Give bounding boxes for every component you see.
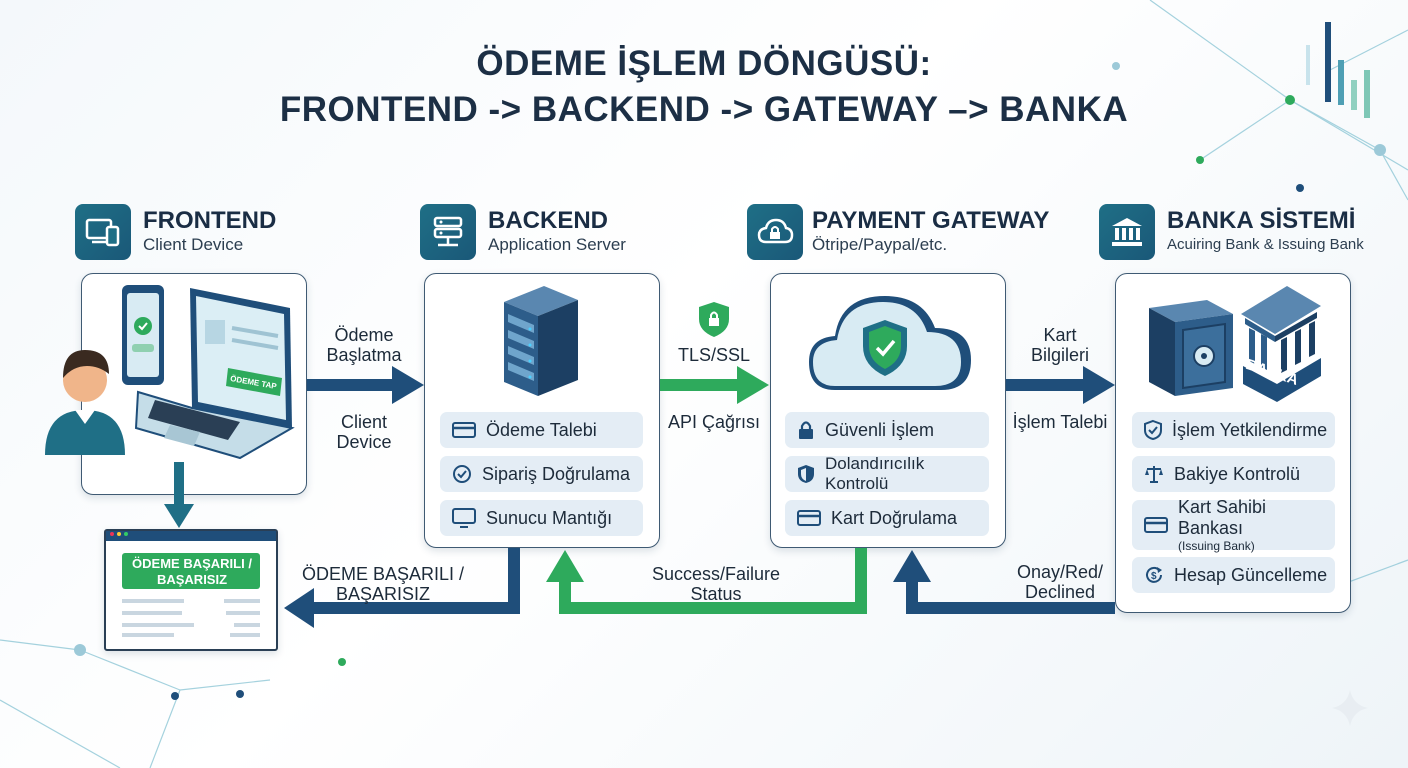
gateway-subtitle: Ötripe/Paypal/etc.	[812, 235, 948, 254]
user-avatar-illustration	[45, 350, 125, 455]
arrow-return-to-gateway	[893, 550, 1115, 614]
gateway-item-fraud: Dolandırıcılık Kontrolü	[785, 454, 989, 493]
bank-item-issuing-bank: Kart Sahibi Bankası (Issuing Bank)	[1132, 497, 1335, 553]
backend-item-payment-request: Ödeme Talebi	[440, 412, 643, 448]
label-api-call: API Çağrısı	[667, 412, 761, 432]
refresh-dollar-icon: $	[1146, 566, 1162, 583]
label-payment-start: Ödeme Başlatma	[326, 325, 402, 365]
title-line-1: ÖDEME İŞLEM DÖNGÜSÜ:	[476, 44, 932, 83]
laptop-illustration	[134, 288, 295, 460]
backend-item-label: Ödeme Talebi	[486, 419, 597, 440]
backend-subtitle: Application Server	[488, 235, 626, 254]
device-illustration	[45, 285, 295, 460]
bank-item-account-update: $ Hesap Güncelleme	[1132, 557, 1335, 593]
phone-illustration	[122, 285, 164, 385]
bank-item-label: Bakiye Kontrolü	[1174, 463, 1301, 484]
shield-check-icon	[1144, 419, 1162, 441]
scale-icon	[1145, 466, 1163, 483]
result-window-details	[110, 532, 260, 637]
bank-building-illustration	[1241, 286, 1321, 402]
label-transaction-request: İşlem Talebi	[1012, 412, 1108, 432]
backend-item-label: Sipariş Doğrulama	[482, 463, 631, 484]
safe-illustration	[1149, 300, 1233, 396]
monitor-small-icon	[452, 508, 476, 528]
bank-item-balance: Bakiye Kontrolü	[1132, 456, 1335, 492]
label-tls-ssl: TLS/SSL	[677, 345, 751, 365]
label-card-info: Kart Bilgileri	[1030, 325, 1090, 365]
bank-item-label: Hesap Güncelleme	[1174, 564, 1328, 585]
bank-item-sublabel: (Issuing Bank)	[1178, 539, 1255, 553]
frontend-subtitle: Client Device	[143, 235, 244, 254]
arrow-gateway-to-bank	[1006, 366, 1115, 404]
arrow-return-to-backend	[546, 548, 867, 614]
label-approve-decline: Onay/Red/ Declined	[1016, 562, 1104, 602]
gateway-item-label: Güvenli İşlem	[825, 419, 935, 440]
backend-item-order-verify: Sipariş Doğrulama	[440, 456, 643, 492]
check-circle-icon	[453, 465, 471, 483]
server-icon	[420, 204, 476, 260]
backend-item-label: Sunucu Mantığı	[486, 507, 613, 528]
label-success-failure: Success/Failure Status	[651, 564, 781, 604]
bank-icon	[1099, 204, 1155, 260]
credit-card-icon	[797, 510, 821, 526]
bank-item-label: Kart Sahibi Bankası	[1178, 497, 1267, 538]
monitor-icon	[75, 204, 131, 260]
frontend-title: FRONTEND	[143, 207, 277, 234]
tls-shield-icon	[699, 302, 729, 337]
credit-card-icon	[1144, 517, 1168, 533]
secure-cloud-illustration	[809, 296, 971, 390]
server-rack-illustration	[504, 286, 578, 396]
bank-item-authorization: İşlem Yetkilendirme	[1132, 412, 1335, 448]
lock-icon	[799, 421, 813, 439]
arrow-return-to-frontend	[284, 548, 520, 628]
gateway-item-secure: Güvenli İşlem	[785, 412, 989, 448]
bank-subtitle: Acuiring Bank & Issuing Bank	[1167, 236, 1364, 253]
gateway-title: PAYMENT GATEWAY	[812, 207, 1050, 234]
backend-item-server-logic: Sunucu Mantığı	[440, 500, 643, 536]
gateway-item-label: Kart Doğrulama	[831, 507, 958, 528]
title-line-2: FRONTEND -> BACKEND -> GATEWAY –> BANKA	[279, 90, 1129, 129]
result-banner: ÖDEME BAŞARILI / BAŞARISIZ	[132, 556, 252, 587]
bank-title: BANKA SİSTEMİ	[1167, 207, 1356, 234]
credit-card-icon	[452, 422, 476, 438]
arrow-down-to-result	[164, 462, 194, 528]
safe-and-bank-illustration	[1149, 286, 1321, 402]
svg-text:$: $	[1151, 571, 1157, 582]
cloud-lock-icon	[747, 204, 803, 260]
shield-icon	[798, 465, 814, 483]
backend-title: BACKEND	[488, 207, 608, 234]
arrow-frontend-to-backend	[307, 366, 424, 404]
label-return-result: ÖDEME BAŞARILI / BAŞARISIZ	[301, 564, 465, 604]
result-window	[104, 529, 278, 651]
label-client-device: Client Device	[336, 412, 392, 452]
arrow-backend-to-gateway	[660, 366, 769, 404]
sparkle-icon	[1332, 690, 1368, 726]
gateway-item-card-verify: Kart Doğrulama	[785, 500, 989, 536]
bank-item-label: İşlem Yetkilendirme	[1172, 419, 1328, 440]
gateway-item-label: Dolandırıcılık Kontrolü	[825, 454, 925, 493]
